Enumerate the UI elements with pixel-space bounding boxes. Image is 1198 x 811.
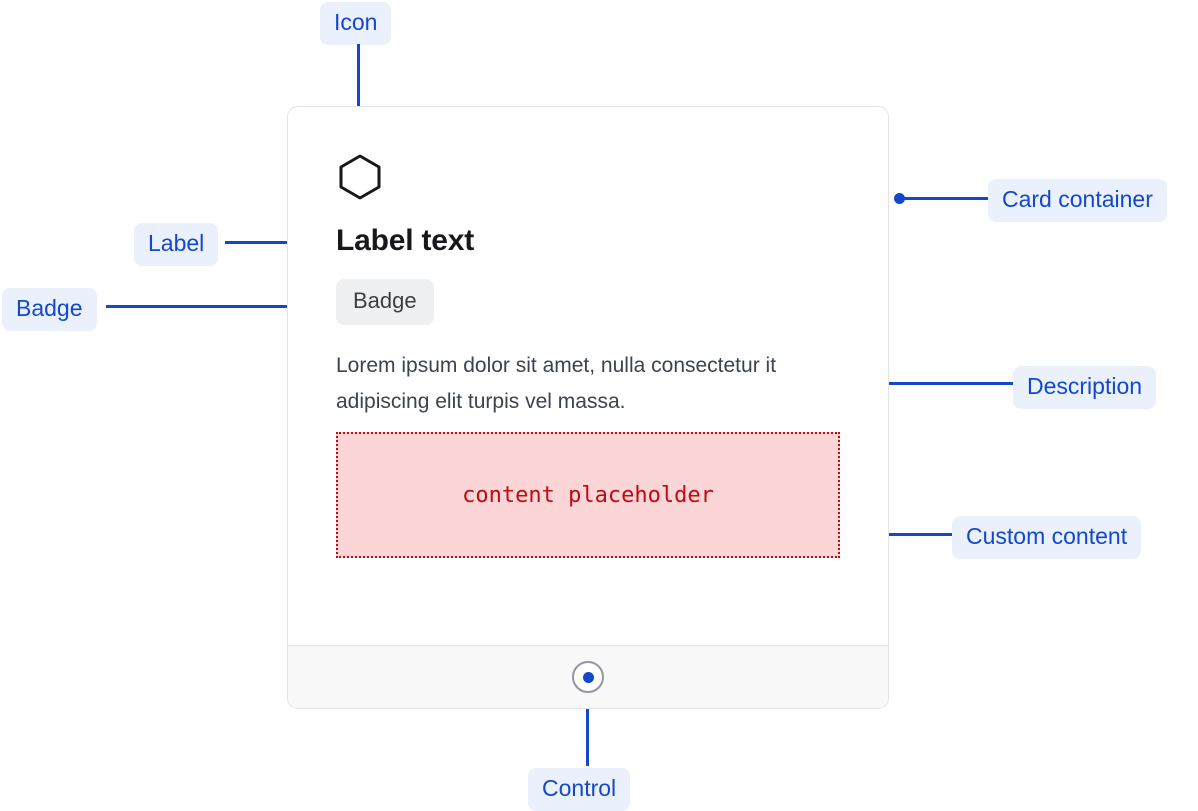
annotation-label-icon: Icon: [320, 2, 392, 45]
footer-control[interactable]: [572, 661, 604, 693]
annotation-label-card-container: Card container: [988, 179, 1167, 222]
card-title: Label text: [336, 224, 475, 257]
annotation-leader-line-card-container: [899, 197, 989, 200]
card-badge: Badge: [336, 279, 434, 325]
card-custom-content-placeholder: content placeholder: [336, 432, 840, 558]
card-container[interactable]: Label text Badge Lorem ipsum dolor sit a…: [287, 106, 889, 709]
annotation-leader-line-custom-content: [861, 533, 952, 536]
annotation-label-badge: Badge: [2, 288, 97, 331]
annotation-leader-line-icon: [357, 44, 360, 128]
annotation-leader-line-control: [586, 678, 589, 766]
annotation-label-label: Label: [134, 223, 219, 266]
annotation-label-description: Description: [1013, 366, 1157, 409]
card-footer: [288, 645, 888, 708]
card-body: Label text Badge Lorem ipsum dolor sit a…: [288, 107, 888, 645]
card-description: Lorem ipsum dolor sit amet, nulla consec…: [336, 354, 777, 413]
control-indicator-dot: [582, 671, 594, 683]
annotation-leader-line-badge: [106, 305, 313, 308]
annotation-label-control: Control: [528, 768, 631, 811]
annotation-label-custom-content: Custom content: [952, 516, 1142, 559]
card-icon-slot: [336, 152, 840, 200]
annotation-leader-line-label: [225, 241, 313, 244]
annotation-leader-line-description: [861, 382, 1013, 385]
hexagon-icon: [339, 154, 381, 200]
card-placeholder-text: content placeholder: [462, 482, 714, 508]
